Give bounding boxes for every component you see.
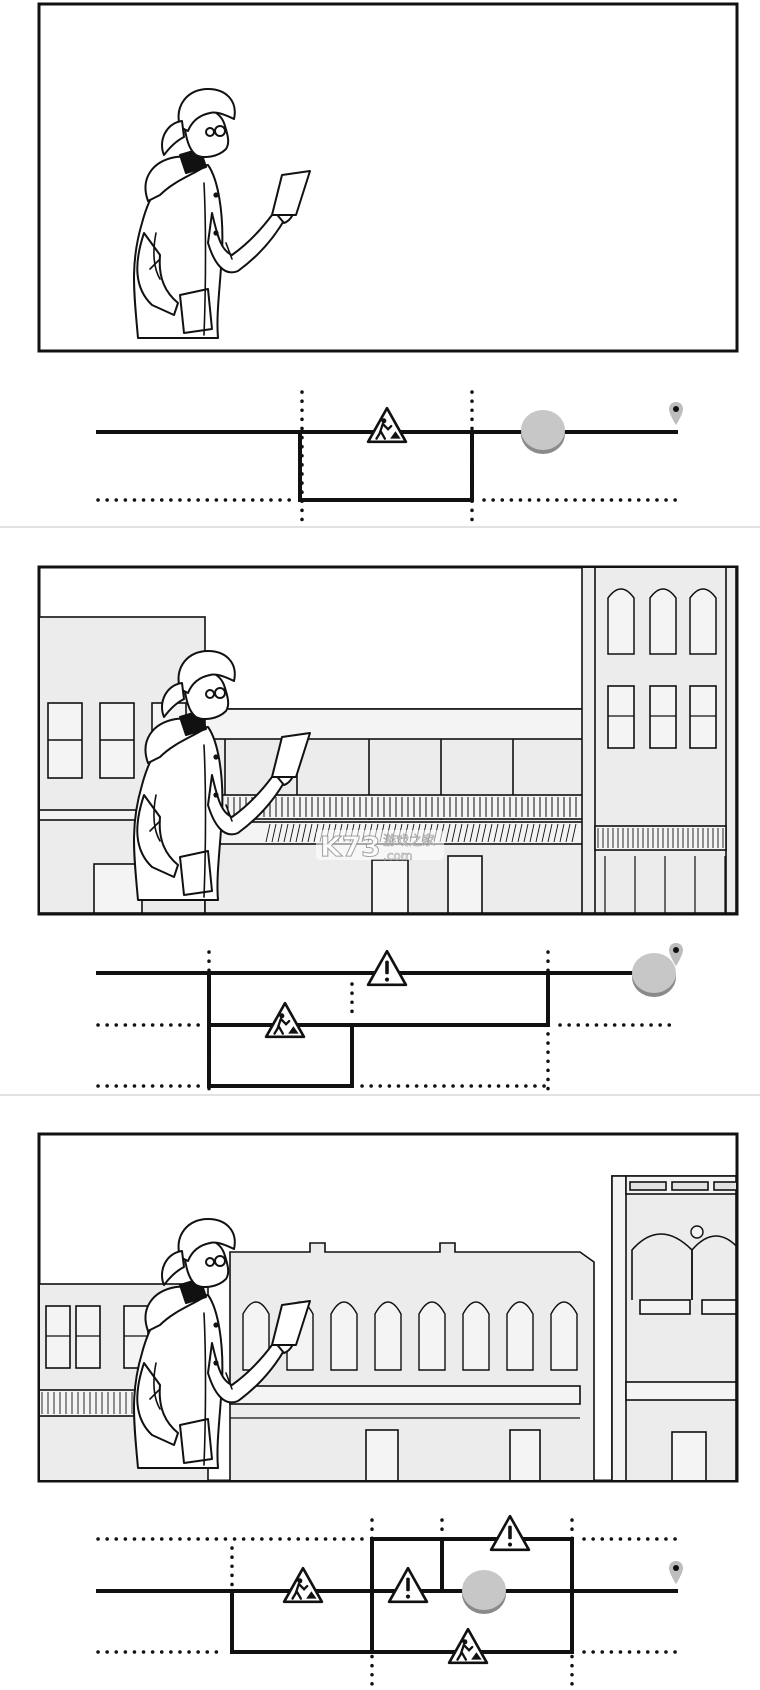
watermark: K73 游戏之家 .com xyxy=(316,830,444,864)
warning-icon xyxy=(387,1566,429,1604)
door xyxy=(365,1429,399,1480)
building xyxy=(229,1242,595,1480)
arched-window xyxy=(689,588,717,655)
awning-stripe xyxy=(487,823,493,843)
awning-stripe xyxy=(559,823,565,843)
arched-window xyxy=(462,1301,490,1371)
awning-stripe xyxy=(493,823,499,843)
watermark-tagline: 游戏之家 xyxy=(383,833,435,849)
level-dividers xyxy=(0,526,760,1096)
awning-stripe xyxy=(295,823,301,843)
sign-panel xyxy=(701,1299,736,1315)
cornice xyxy=(229,1385,581,1405)
door xyxy=(671,1431,707,1480)
awning-stripe xyxy=(265,823,271,843)
awning-stripe xyxy=(499,823,505,843)
arched-window xyxy=(242,1301,270,1371)
ledge xyxy=(625,1381,736,1401)
destination-pin-icon xyxy=(669,1561,683,1584)
route-puzzles xyxy=(96,390,683,1690)
awning-stripe xyxy=(481,823,487,843)
route-puzzle-level-1 xyxy=(96,390,683,530)
awning-stripe xyxy=(307,823,313,843)
door xyxy=(371,859,409,913)
arched-window xyxy=(330,1301,358,1371)
player-token-icon[interactable] xyxy=(632,953,676,997)
level-1 xyxy=(37,2,739,353)
awning-stripe xyxy=(469,823,475,843)
ornate-arch xyxy=(631,1233,693,1300)
door xyxy=(509,1429,541,1480)
ornate-arch xyxy=(691,1235,736,1300)
awning-stripe xyxy=(289,823,295,843)
sign-panel xyxy=(639,1299,691,1315)
roof-edge xyxy=(204,708,584,740)
awning-stripe xyxy=(553,823,559,843)
warning-icon xyxy=(489,1514,531,1552)
awning-stripe xyxy=(565,823,571,843)
level-2 xyxy=(37,565,739,916)
watermark-domain: .com xyxy=(383,849,412,863)
awning-stripe xyxy=(541,823,547,843)
awning-stripe xyxy=(271,823,277,843)
awning-stripe xyxy=(301,823,307,843)
cornice-panel xyxy=(629,1181,667,1191)
awning-stripe xyxy=(529,823,535,843)
awning-stripe xyxy=(571,823,577,843)
warning-icon xyxy=(366,949,408,987)
cornice-panel xyxy=(713,1181,736,1191)
watermark-brand: K73 xyxy=(320,830,381,863)
player-token-icon[interactable] xyxy=(521,410,565,454)
awning-stripe xyxy=(475,823,481,843)
awning-stripe xyxy=(523,823,529,843)
door xyxy=(447,855,483,913)
route-puzzle-level-3 xyxy=(96,1514,683,1690)
route-puzzle-level-2 xyxy=(96,943,683,1096)
awning-stripe xyxy=(511,823,517,843)
window xyxy=(689,685,717,749)
player-token-icon[interactable] xyxy=(462,1570,506,1614)
arched-window xyxy=(649,588,677,655)
awning-stripe xyxy=(451,823,457,843)
construction-warning-icon xyxy=(264,1001,306,1039)
window xyxy=(607,685,635,749)
arched-window xyxy=(374,1301,402,1371)
destination-pin-icon xyxy=(669,402,683,425)
construction-warning-icon xyxy=(447,1627,489,1665)
construction-warning-icon xyxy=(282,1566,324,1604)
arched-window xyxy=(506,1301,534,1371)
arched-window xyxy=(607,588,635,655)
awning-stripe xyxy=(463,823,469,843)
door xyxy=(93,863,143,913)
window xyxy=(45,1305,71,1369)
awning-stripe xyxy=(535,823,541,843)
awning-stripe xyxy=(505,823,511,843)
window xyxy=(649,685,677,749)
awning-stripe xyxy=(445,823,451,843)
medallion xyxy=(690,1225,704,1239)
level-3 xyxy=(37,1132,739,1483)
awning-stripe xyxy=(547,823,553,843)
awning-stripe xyxy=(517,823,523,843)
awning-stripe xyxy=(277,823,283,843)
awning-stripe xyxy=(313,823,319,843)
awning-stripe xyxy=(457,823,463,843)
building xyxy=(611,1175,736,1480)
awning-stripe xyxy=(283,823,289,843)
arched-window xyxy=(418,1301,446,1371)
arched-window xyxy=(550,1301,578,1371)
cornice-panel xyxy=(671,1181,709,1191)
shop-awning xyxy=(594,825,727,851)
pilaster xyxy=(611,1175,627,1480)
construction-warning-icon xyxy=(366,406,408,444)
window xyxy=(75,1305,101,1369)
